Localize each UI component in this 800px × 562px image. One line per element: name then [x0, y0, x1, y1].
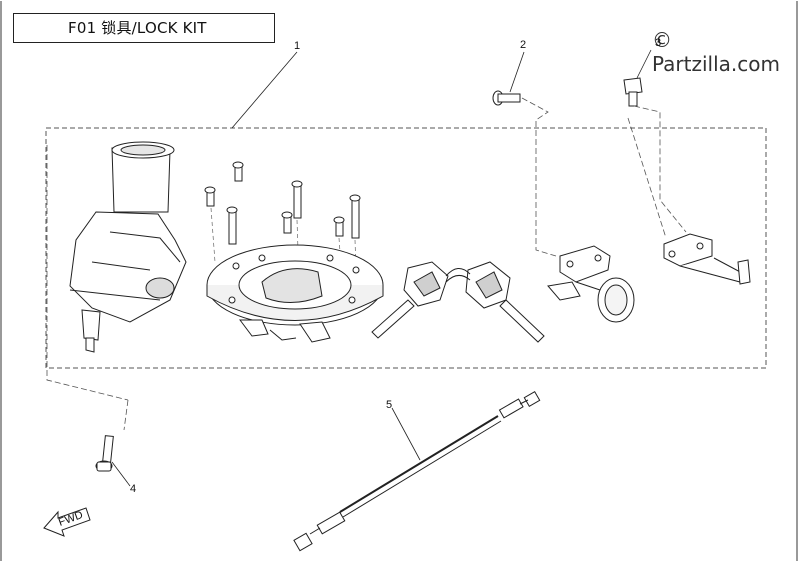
cap-screws: [204, 161, 361, 245]
projection-switch-bolt: [123, 399, 129, 431]
fuel-cap: [206, 244, 384, 343]
bolt-item-2: [492, 90, 521, 106]
key-ring: [445, 268, 471, 277]
projection-bolt-2: [521, 97, 557, 257]
callout-3: 3: [655, 37, 661, 49]
key-ring-inner: [445, 275, 471, 283]
bolt-item-3: [623, 77, 643, 107]
callout-4: 4: [130, 483, 136, 495]
cable-item-5: [293, 390, 541, 552]
leader-4: [111, 461, 131, 487]
bracket-clamp: [547, 245, 635, 323]
leader-3: [636, 49, 652, 79]
diagram-title: F01 锁具/LOCK KIT: [68, 19, 207, 37]
callout-2: 2: [520, 39, 526, 51]
callout-5: 5: [386, 399, 392, 411]
title-box: [13, 13, 275, 43]
mounting-bracket: [663, 233, 751, 285]
leader-1: [231, 51, 298, 129]
bolt-item-4: [95, 435, 114, 472]
projection-bolt-3-b: [627, 117, 667, 239]
ignition-switch: [69, 141, 187, 353]
projection-switch: [46, 145, 129, 401]
screw-projections: [210, 207, 357, 271]
key-right: [465, 261, 545, 343]
callout-1: 1: [294, 40, 300, 52]
leader-5: [391, 407, 421, 461]
watermark: © Partzilla.com: [652, 28, 780, 76]
key-left: [371, 261, 449, 339]
kit-group-box: [45, 127, 767, 369]
fwd-arrow-icon: [43, 507, 91, 537]
projection-bolt-3: [633, 105, 687, 233]
leader-2: [509, 51, 525, 93]
